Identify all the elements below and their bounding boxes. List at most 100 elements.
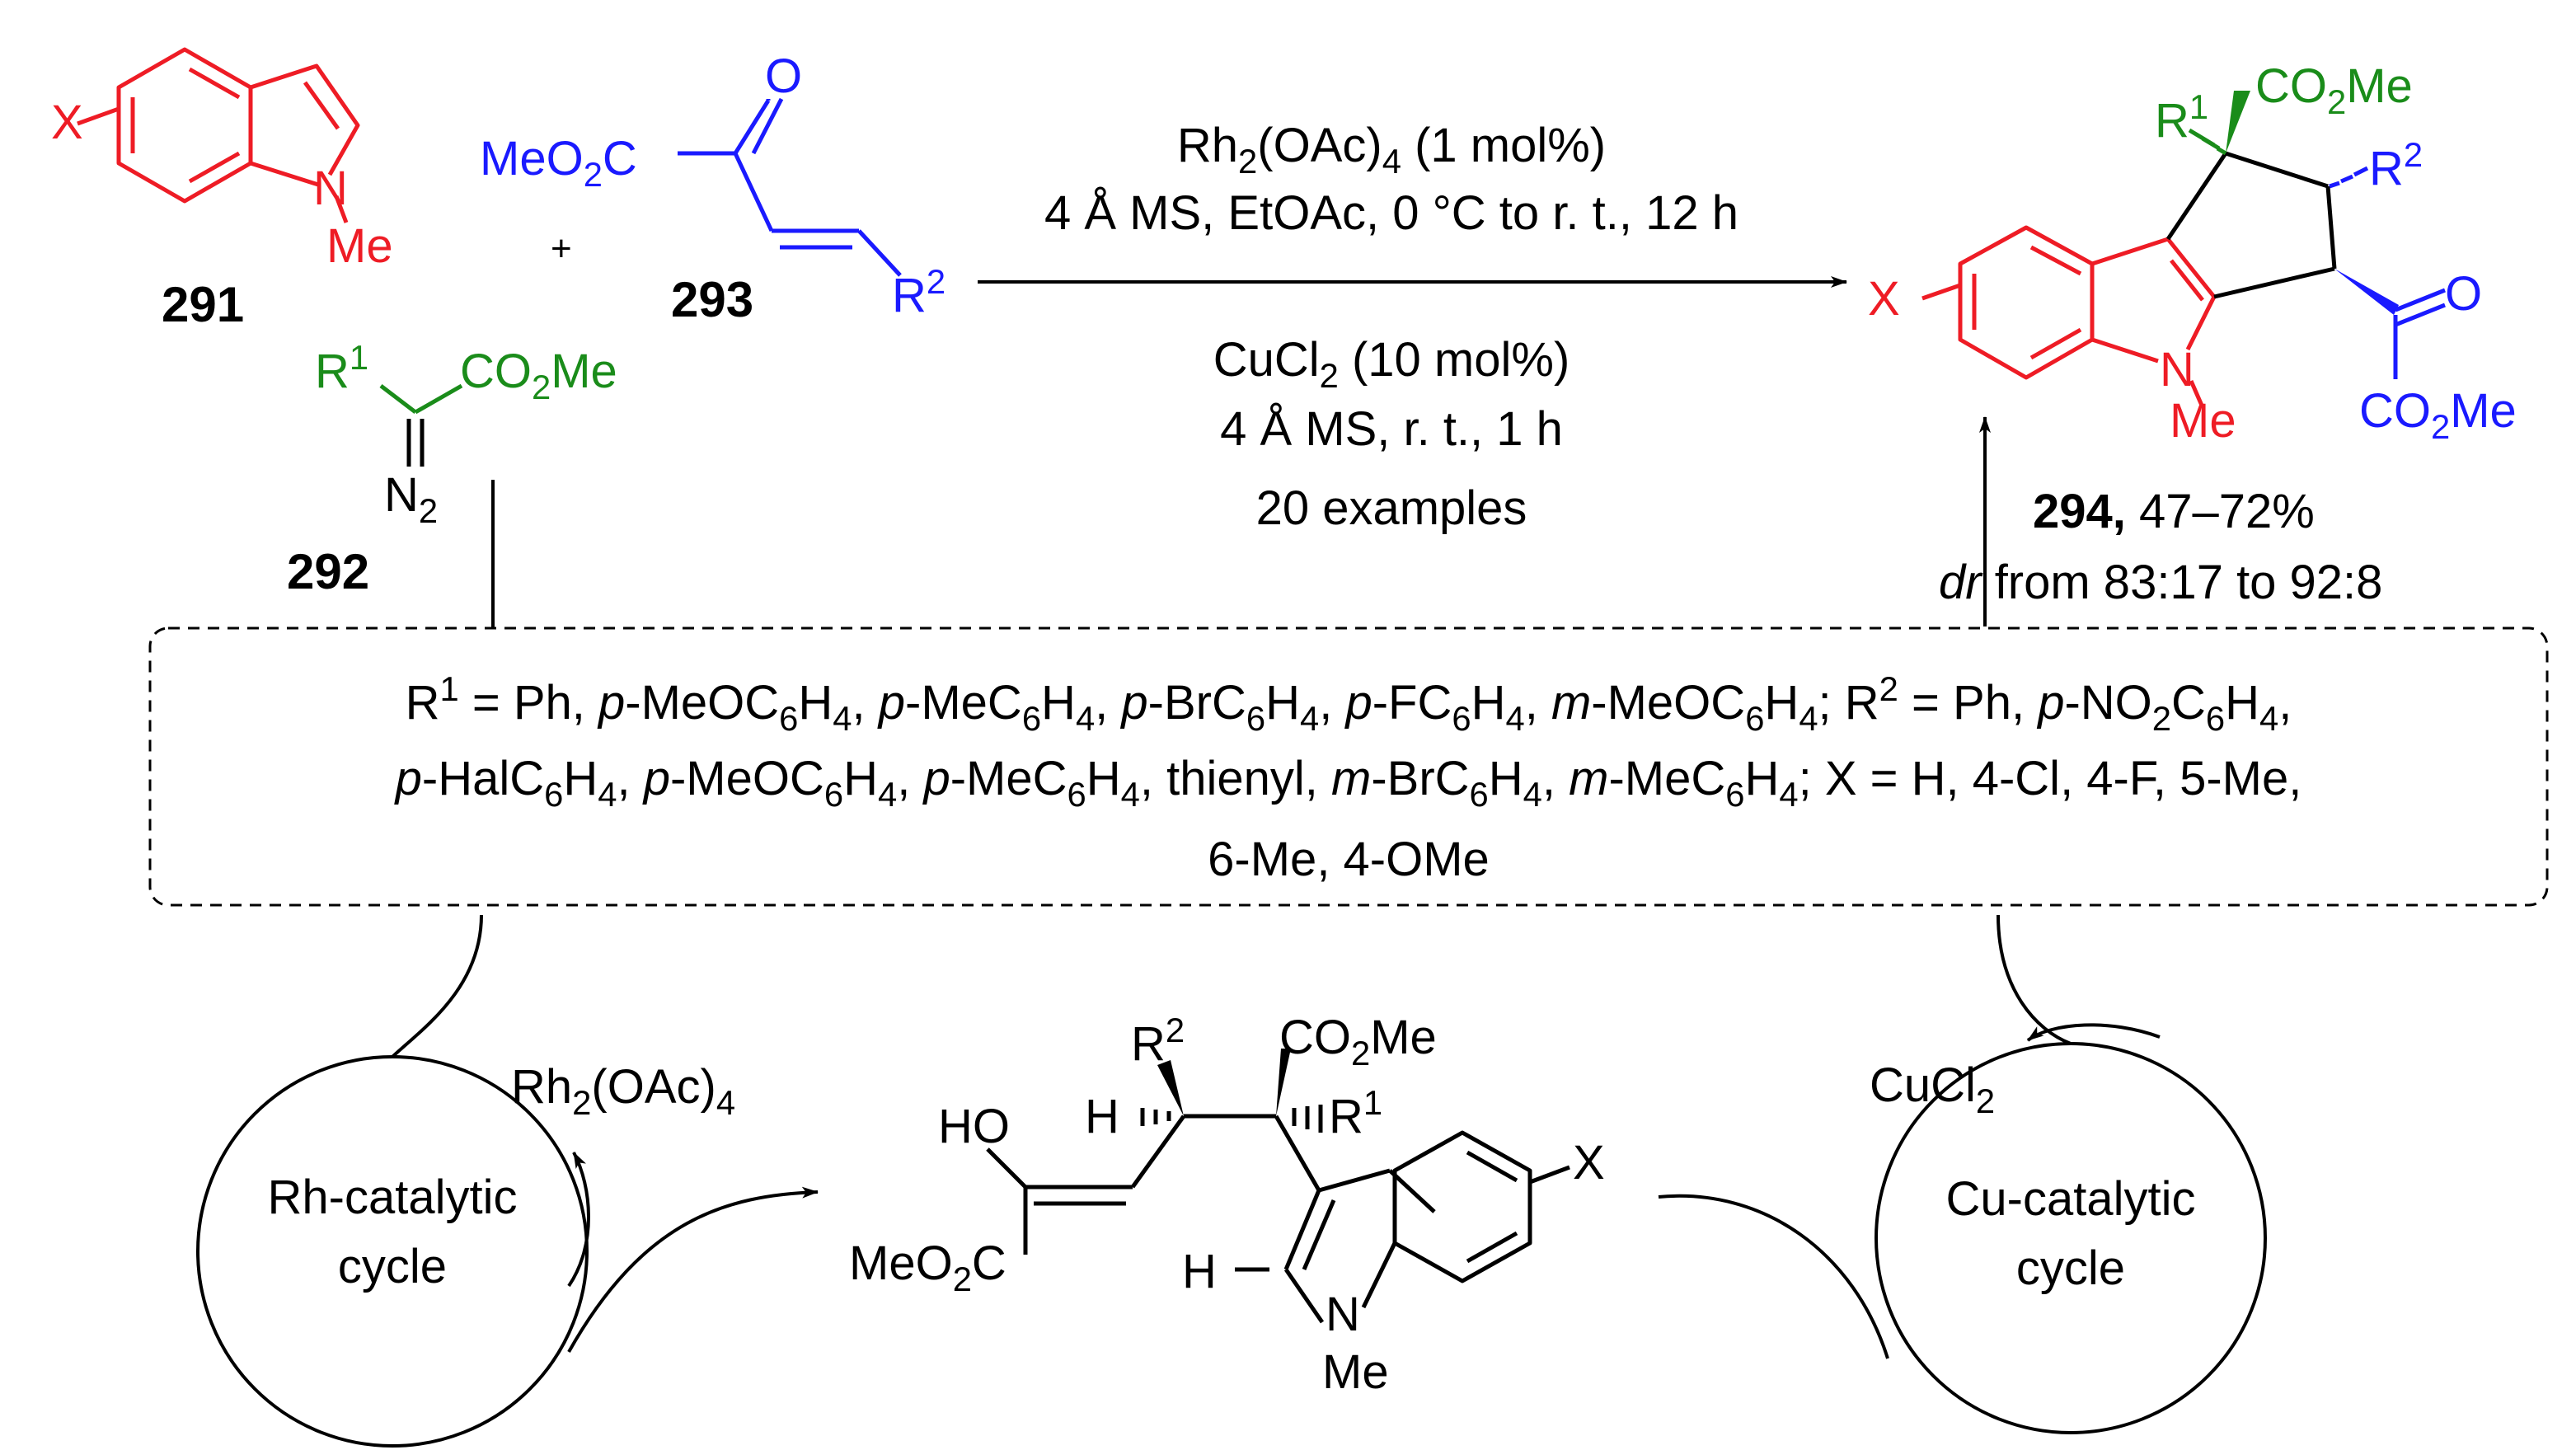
scope-line-1-run: 4 <box>1300 699 1319 738</box>
scope-line-2-run: p <box>394 752 422 805</box>
scope-line-1-run: 4 <box>1506 699 1525 738</box>
scope-line-2-run: -MeC <box>1608 752 1725 805</box>
scope-line-1-run: H <box>1265 676 1300 730</box>
svg-text:O: O <box>765 49 802 103</box>
product-294-indole <box>1921 225 2217 409</box>
product-294-r2: R2 <box>2369 135 2423 195</box>
scope-line-2-run: m <box>1331 752 1371 805</box>
scope-line-1-run: 2 <box>2152 699 2171 738</box>
scope-line-2-run: , <box>1542 752 1569 805</box>
scope-line-2-run: 6 <box>544 775 563 814</box>
substrate-scope-box <box>148 626 2549 907</box>
scope-line-1-run: H <box>1041 676 1076 730</box>
product-294-wedge-ketone <box>2334 269 2399 315</box>
rh-regeneration-arrow <box>567 1152 590 1288</box>
diazo-double-bond <box>406 419 425 467</box>
product-294-n: N <box>2160 343 2194 397</box>
scope-line-1-run: p <box>1119 676 1147 730</box>
indole-291 <box>77 47 360 223</box>
scope-line-1-run: , <box>1319 676 1345 730</box>
product-294-bottom-ester: CO2Me <box>2359 384 2517 446</box>
product-294-ketoester <box>2393 288 2446 379</box>
scope-line-2-run: , thienyl, <box>1140 752 1331 805</box>
enone-r2: R2 <box>892 262 945 322</box>
scope-line-2-run: 4 <box>1779 775 1798 814</box>
scope-line-2-run: , <box>897 752 923 805</box>
scope-line-1-run: -MeOC <box>625 676 779 730</box>
scope-line-1-run: , <box>1525 676 1551 730</box>
scope-line-3: 6-Me, 4-OMe <box>1208 833 1490 886</box>
cu-cycle-label-1: Cu-catalytic <box>1946 1172 2196 1226</box>
scope-line-2-run: H <box>1086 752 1121 805</box>
compound-number-292: 292 <box>287 544 369 599</box>
intermediate-n-methyl: Me <box>1322 1345 1389 1399</box>
scope-line-2-run: p <box>642 752 670 805</box>
scope-line-2-run: m <box>1569 752 1608 805</box>
scope-line-1-run: m <box>1551 676 1591 730</box>
condition-rh-catalyst: Rh2(OAc)4 (1 mol%) <box>1177 119 1606 181</box>
intermediate-left-ester: MeO2C <box>849 1236 1006 1298</box>
scope-line-1-run: , <box>852 676 879 730</box>
rh-cycle-catalyst: Rh2(OAc)4 <box>511 1060 735 1122</box>
product-294-yield: 294, 47–72% <box>2033 485 2315 538</box>
scope-line-1-run: H <box>1471 676 1506 730</box>
scope-line-1-run: 6 <box>1022 699 1041 738</box>
scope-line-1-run: 4 <box>833 699 852 738</box>
diazo-ester: CO2Me <box>460 345 617 406</box>
indole-n-methyl: Me <box>326 219 393 273</box>
scope-line-1-run: = Ph, <box>1898 676 2038 730</box>
scope-line-2-run: -MeC <box>950 752 1067 805</box>
scope-line-2-run: 6 <box>1067 775 1086 814</box>
diazo-r1: R1 <box>315 338 368 398</box>
rh-cycle-label-1: Rh-catalytic <box>268 1171 518 1224</box>
intermediate-r1: R1 <box>1329 1083 1382 1143</box>
cu-cycle-catalyst: CuCl2 <box>1870 1058 1995 1120</box>
cu-regeneration-arrow <box>2026 1023 2161 1042</box>
scope-line-1-run: 6 <box>1745 699 1764 738</box>
condition-cu-catalyst: CuCl2 (10 mol%) <box>1213 333 1570 395</box>
scope-line-1-run: 6 <box>1246 699 1265 738</box>
product-294-cyclopentane <box>2165 151 2337 299</box>
scope-line-2-run: 4 <box>878 775 897 814</box>
scope-line-2-run: -HalC <box>422 752 544 805</box>
product-294-dr: dr from 83:17 to 92:8 <box>1939 556 2382 609</box>
scope-line-1-run: 4 <box>1799 699 1818 738</box>
scope-line-1-run: p <box>1344 676 1372 730</box>
scope-line-2-run: 6 <box>1470 775 1489 814</box>
scope-line-1-run: , <box>2278 676 2292 730</box>
scope-line-1-run: 6 <box>779 699 798 738</box>
scope-line-1: R1 = Ph, p-MeOC6H4, p-MeC6H4, p-BrC6H4, … <box>406 669 2292 738</box>
product-294-ketone-o: O <box>2445 267 2482 321</box>
scope-line-1-run: -FC <box>1372 676 1452 730</box>
scope-line-2-run: H <box>1744 752 1779 805</box>
scope-line-1-run: H <box>798 676 833 730</box>
scope-line-1-run: -MeOC <box>1591 676 1745 730</box>
scope-line-1-run: ; R <box>1818 676 1879 730</box>
scope-line-1-run: C <box>2171 676 2206 730</box>
intermediate-wedge-top <box>1276 1049 1291 1116</box>
indole-x-label: X <box>51 96 83 149</box>
scope-line-1-run: 6 <box>1452 699 1471 738</box>
scope-line-1-run: -BrC <box>1148 676 1246 730</box>
scope-line-1-run: 1 <box>440 669 459 708</box>
cu-cycle-entry-curve <box>1997 914 2072 1045</box>
scope-line-1-run: 4 <box>1076 699 1095 738</box>
intermediate-bonds <box>986 1114 1570 1324</box>
intermediate-x: X <box>1573 1136 1605 1190</box>
plus-sign: + <box>551 228 572 269</box>
scope-line-2-run: H <box>843 752 878 805</box>
scope-line-1-run: , <box>1095 676 1121 730</box>
scope-line-1-run: p <box>877 676 905 730</box>
enone-ester: MeO2C <box>480 132 637 194</box>
scope-line-2-run: 4 <box>1121 775 1140 814</box>
scope-line-1-run: -MeC <box>905 676 1022 730</box>
enone-ketone-o: O <box>765 49 802 103</box>
scope-line-2-run: 4 <box>598 775 617 814</box>
product-294-wedge-top <box>2226 91 2250 153</box>
scope-line-1-run: 4 <box>2259 699 2278 738</box>
scope-line-1-run: p <box>597 676 625 730</box>
condition-line-2: 4 Å MS, EtOAc, 0 °C to r. t., 12 h <box>1044 186 1738 240</box>
scope-line-2-run: 6 <box>1725 775 1744 814</box>
compound-number-293: 293 <box>671 272 753 327</box>
